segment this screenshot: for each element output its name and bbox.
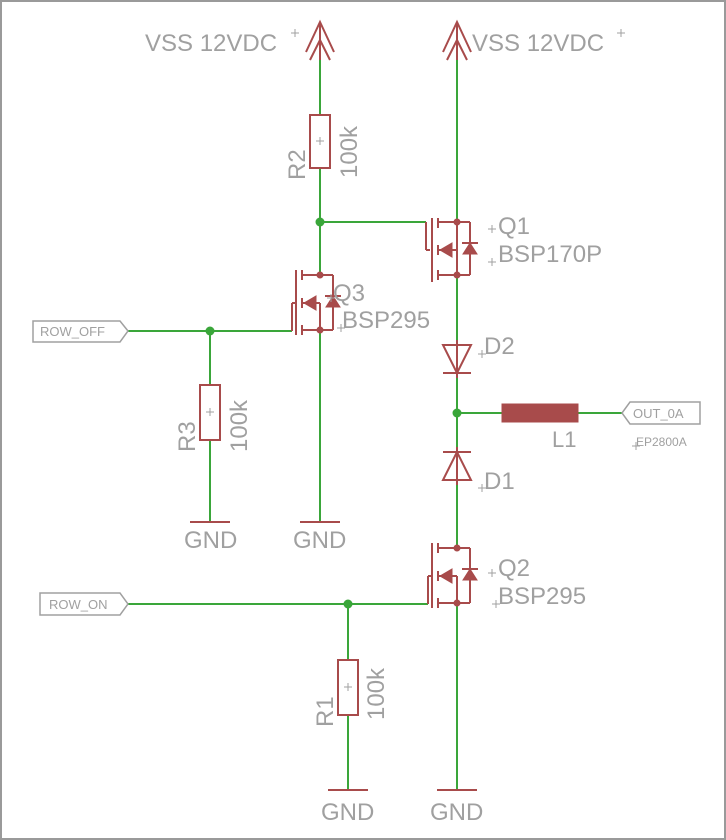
port-label: OUT_0A [633, 406, 684, 421]
component-name: Q2 [498, 555, 530, 582]
wires [128, 40, 622, 790]
resistor-r2: R2 100k [284, 114, 363, 180]
port-row-off[interactable]: ROW_OFF [32, 320, 129, 343]
component-name: L1 [552, 427, 576, 452]
supply-label: VSS 12VDC [145, 30, 277, 57]
resistor-r3: R3 100k [174, 384, 253, 452]
component-name: D2 [484, 333, 515, 360]
component-name: R1 [312, 696, 339, 727]
component-name: D1 [484, 468, 515, 495]
diode-d2: D2 [441, 333, 515, 378]
ground-label: GND [321, 799, 374, 826]
ground-symbol: GND [184, 521, 237, 554]
component-name: R2 [284, 149, 311, 180]
junction-dot [315, 217, 325, 227]
port-label: ROW_OFF [40, 324, 105, 339]
ground-label: GND [293, 527, 346, 554]
component-value: BSP295 [342, 307, 430, 334]
port-out-0a[interactable]: OUT_0A [621, 401, 701, 425]
ground-symbol: GND [430, 789, 483, 826]
mosfet-q2: Q2 BSP295 [427, 543, 586, 610]
component-value: 100k [363, 667, 390, 720]
component-name: R3 [174, 421, 201, 452]
ground-symbol: GND [321, 789, 374, 826]
supply-symbol-right: VSS 12VDC [442, 19, 625, 61]
port-label: ROW_ON [49, 597, 108, 612]
component-name: Q1 [498, 213, 530, 240]
component-name: Q3 [333, 280, 365, 307]
diode-d1: D1 [441, 447, 515, 495]
component-value: BSP295 [498, 583, 586, 610]
component-value: 100k [336, 125, 363, 178]
ground-symbol: GND [293, 521, 346, 554]
component-value: EP2800A [636, 435, 687, 449]
junction-dot [452, 408, 462, 418]
mosfet-q3: Q3 BSP295 [291, 270, 430, 335]
ground-label: GND [430, 799, 483, 826]
junction-dot [343, 599, 353, 609]
resistor-r1: R1 100k [312, 659, 390, 727]
junction-dot [205, 326, 215, 336]
supply-symbol-left: VSS 12VDC [145, 19, 335, 61]
inductor-l1: L1 EP2800A [501, 403, 687, 452]
component-value: 100k [226, 399, 253, 452]
component-value: BSP170P [498, 241, 602, 268]
supply-label: VSS 12VDC [472, 30, 604, 57]
mosfet-q1: Q1 BSP170P [425, 213, 602, 282]
ground-label: GND [184, 527, 237, 554]
port-row-on[interactable]: ROW_ON [39, 592, 129, 616]
